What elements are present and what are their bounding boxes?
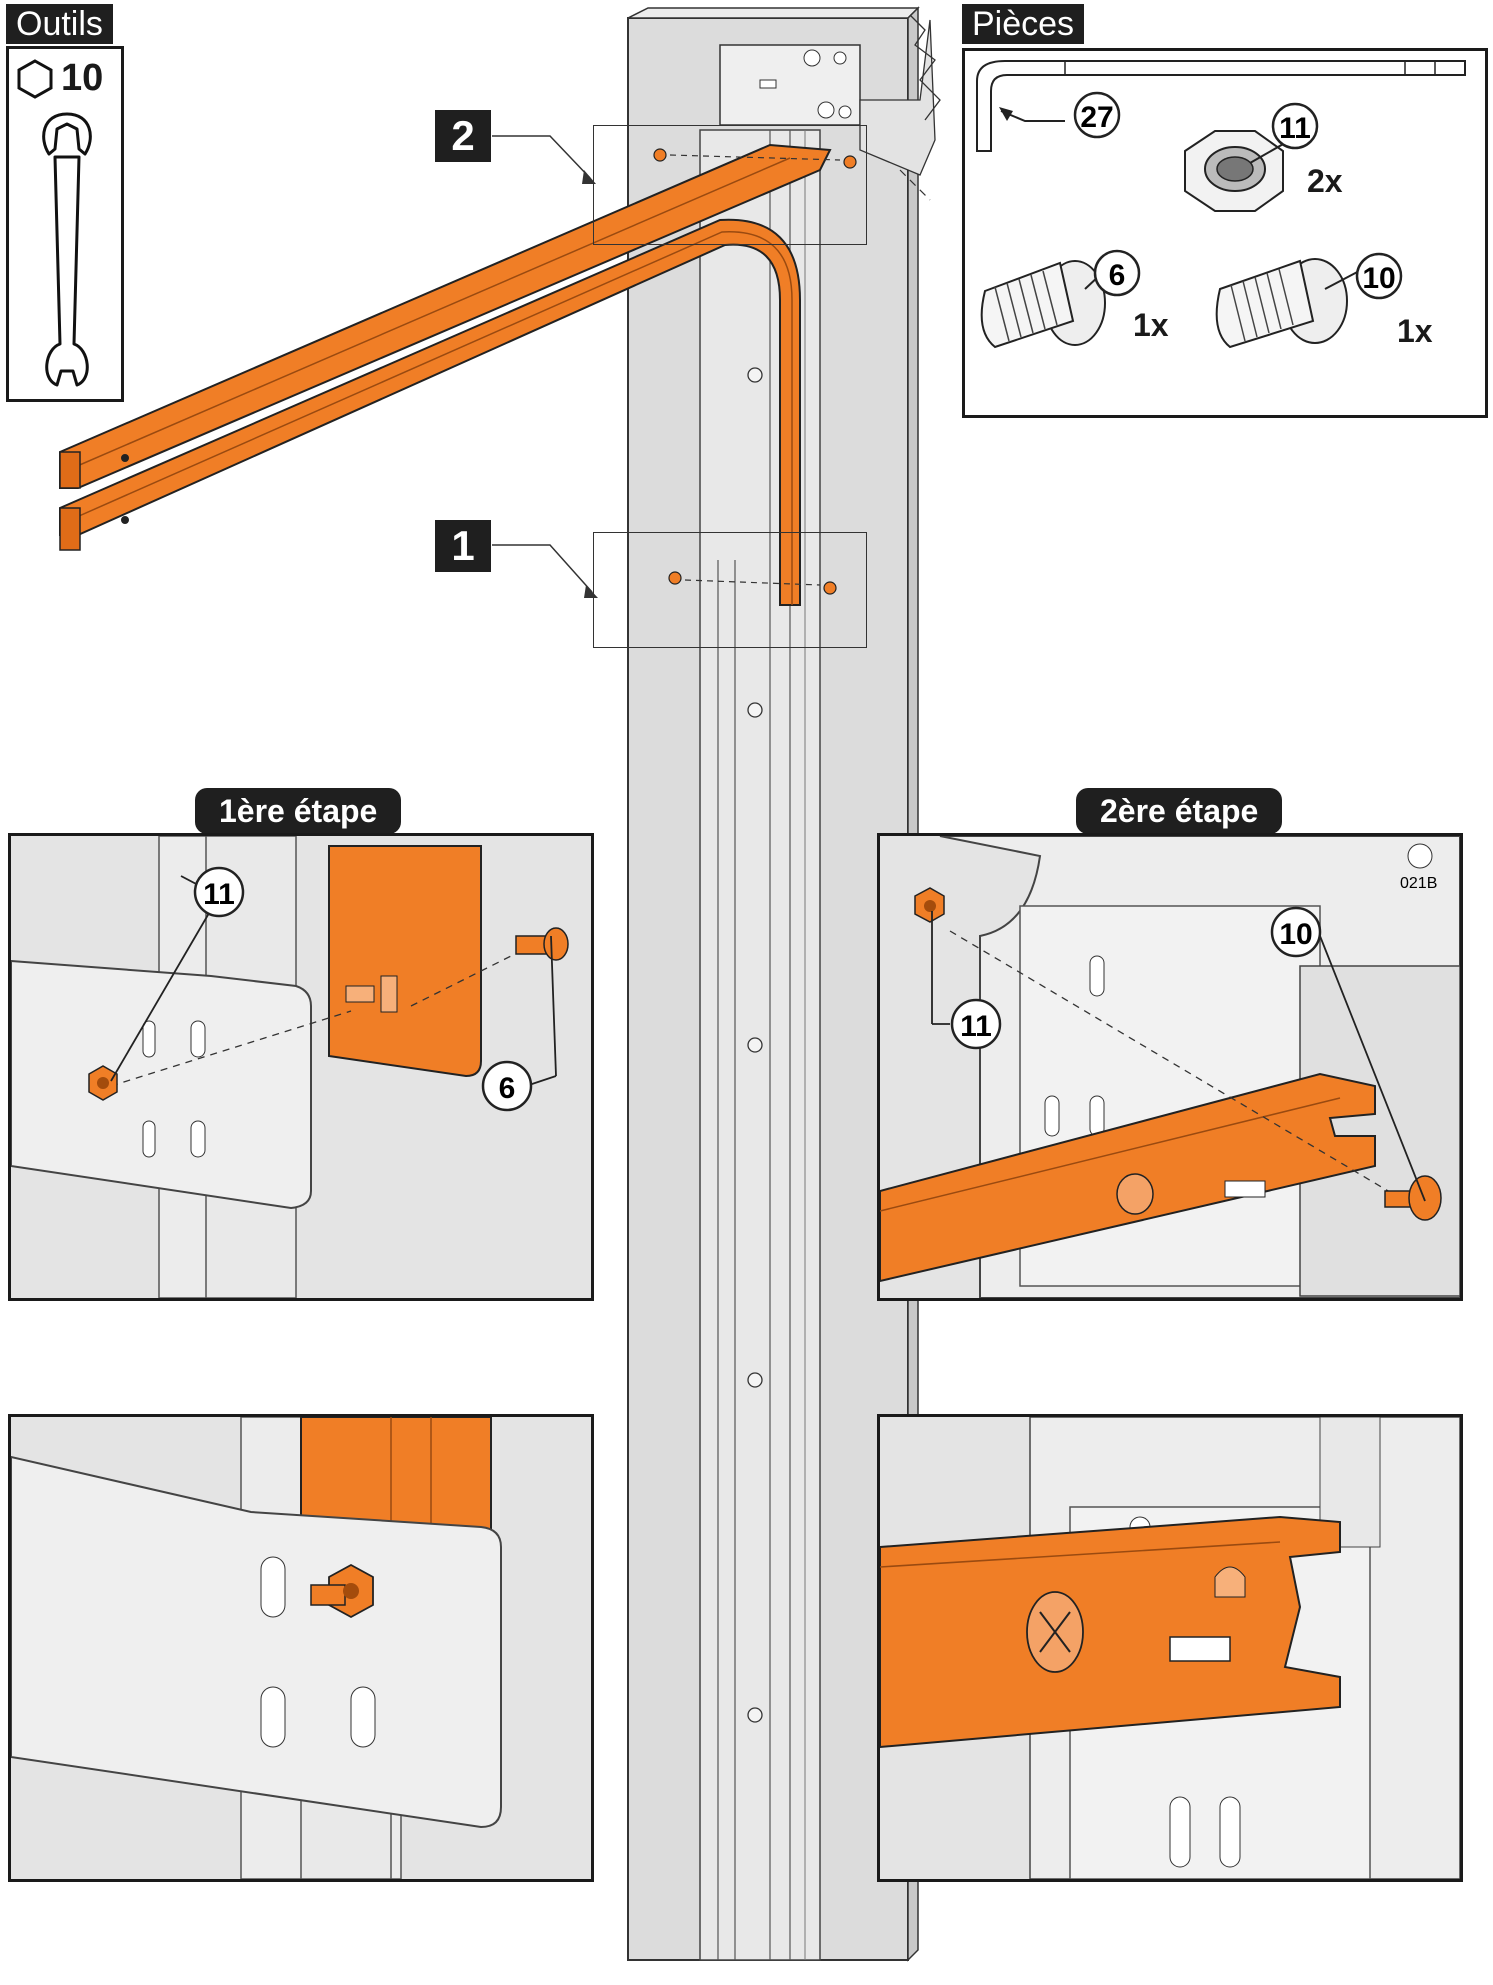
callout-27: 27 xyxy=(1080,101,1113,134)
wrench-size: 10 xyxy=(61,57,104,99)
step2-illustration: 021B 11 10 xyxy=(880,836,1460,1298)
tools-title: Outils xyxy=(6,4,113,44)
callout-10: 10 xyxy=(1362,262,1395,295)
step1-result-panel xyxy=(8,1414,594,1882)
step1-result-illustration xyxy=(11,1417,591,1879)
step1-illustration: 11 6 xyxy=(11,836,591,1298)
step2-callout-11: 11 xyxy=(960,1010,992,1043)
step2-title: 2ère étape xyxy=(1076,788,1283,834)
callout-6: 6 xyxy=(1109,259,1126,292)
fastener-markers xyxy=(653,148,857,595)
detail-frame-1 xyxy=(593,532,867,648)
detail-marker-1: 1 xyxy=(435,520,491,572)
callout-11: 11 xyxy=(1279,112,1311,145)
step2-panel: 021B 11 10 xyxy=(877,833,1463,1301)
rail-part-27 xyxy=(976,60,1466,152)
bolt-part-6 xyxy=(980,260,1116,349)
step2-result-panel xyxy=(877,1414,1463,1882)
detail-marker-2: 2 xyxy=(435,110,491,162)
wrench-icon xyxy=(42,112,92,387)
bolt-part-10 xyxy=(1215,258,1364,349)
step1-title: 1ère étape xyxy=(195,788,402,834)
hexagon-icon xyxy=(17,59,53,99)
parts-illustration: 27 11 6 10 xyxy=(976,60,1466,349)
qty-11: 2x xyxy=(1307,163,1343,199)
tools-box: 10 xyxy=(6,46,124,402)
nut-part-11 xyxy=(1184,130,1286,212)
step1-panel: 11 6 xyxy=(8,833,594,1301)
step1-callout-11: 11 xyxy=(203,878,235,911)
parts-title: Pièces xyxy=(962,4,1085,44)
qty-10: 1x xyxy=(1397,313,1433,349)
qty-6: 1x xyxy=(1133,307,1169,343)
bracket-code: 021B xyxy=(1400,875,1437,892)
step2-result-illustration xyxy=(880,1417,1460,1879)
horizontal-rails-orange xyxy=(59,143,832,606)
detail-frame-2 xyxy=(593,125,867,245)
step1-callout-6: 6 xyxy=(499,1072,516,1105)
parts-box: 27 11 6 10 2x 1x 1x xyxy=(962,48,1488,418)
step2-callout-10: 10 xyxy=(1279,918,1312,951)
